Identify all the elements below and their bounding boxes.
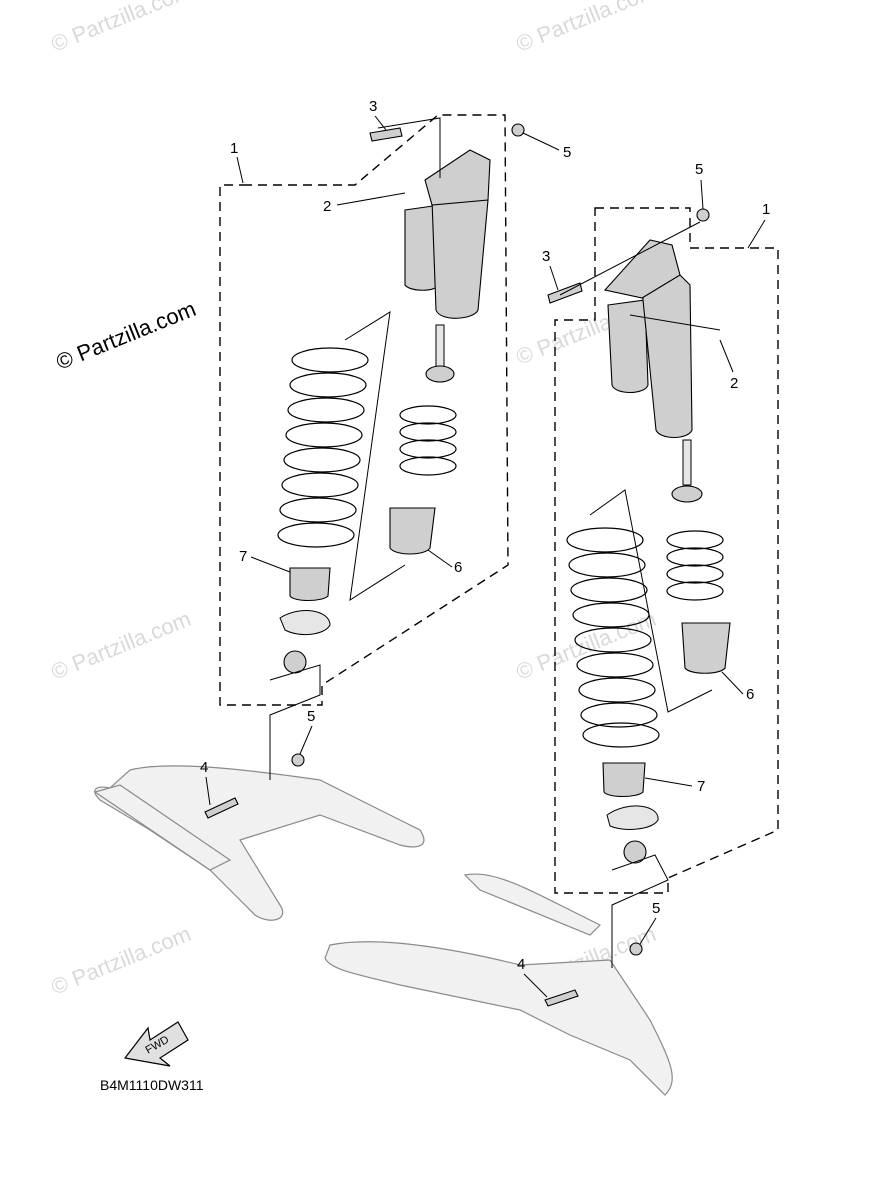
callout-6: 6 — [454, 559, 462, 576]
callout-4: 4 — [200, 759, 208, 776]
swing-arm-right — [324, 873, 673, 1096]
watermark: © Partzilla.com — [48, 606, 195, 685]
retainer-clip — [606, 805, 659, 830]
assembly-boundary — [554, 207, 779, 894]
bolt-4 — [204, 797, 239, 819]
forward-direction-arrow: FWD — [123, 1021, 189, 1067]
nut-5 — [511, 123, 525, 137]
assembly-boundary — [219, 114, 509, 706]
reservoir — [607, 299, 649, 394]
callout-6: 6 — [746, 686, 754, 703]
callout-1: 1 — [762, 201, 770, 218]
spring-seat-7 — [289, 567, 331, 602]
secondary-spring — [399, 405, 457, 476]
nut-5 — [629, 942, 643, 956]
fwd-arrow-icon — [123, 1021, 189, 1067]
callout-2: 2 — [323, 198, 331, 215]
bump-stop — [671, 485, 703, 503]
watermark: © Partzilla.com — [48, 921, 195, 1000]
callout-3: 3 — [369, 98, 377, 115]
callout-3: 3 — [542, 248, 550, 265]
right-shock-assembly: 1 2 3 4 5 5 6 7 — [517, 161, 779, 1007]
secondary-spring — [666, 530, 724, 601]
callout-4: 4 — [517, 956, 525, 973]
nut-5 — [291, 753, 305, 767]
main-spring — [277, 347, 369, 548]
callout-2: 2 — [730, 375, 738, 392]
callout-7: 7 — [239, 548, 247, 565]
watermark: © Partzilla.com — [48, 0, 195, 57]
shock-body — [431, 174, 489, 319]
spring-seat-6 — [681, 622, 731, 674]
lower-bushing — [623, 840, 647, 864]
callout-5: 5 — [563, 144, 571, 161]
shock-rod — [682, 439, 692, 486]
bump-stop — [425, 365, 455, 383]
callout-1: 1 — [230, 140, 238, 157]
shock-body — [641, 274, 693, 439]
shock-rod — [435, 324, 445, 371]
watermark: © Partzilla.com — [513, 0, 660, 57]
spring-seat-6 — [389, 507, 436, 555]
swing-arm-left — [93, 765, 425, 921]
spring-seat-7 — [602, 762, 646, 798]
bolt-4 — [544, 989, 579, 1007]
callout-5: 5 — [695, 161, 703, 178]
left-shock-assembly: 1 2 3 4 5 5 6 7 — [200, 98, 571, 819]
retainer-clip — [279, 610, 331, 636]
callout-5: 5 — [652, 900, 660, 917]
callout-5: 5 — [307, 708, 315, 725]
watermark-primary: © Partzilla.com — [53, 296, 200, 375]
shock-top-mount — [424, 149, 491, 206]
callout-7: 7 — [697, 778, 705, 795]
nut-5 — [696, 208, 710, 222]
shock-top-mount — [603, 239, 681, 299]
bolt-3 — [369, 127, 403, 142]
diagram-code: B4M1110DW311 — [100, 1077, 204, 1093]
